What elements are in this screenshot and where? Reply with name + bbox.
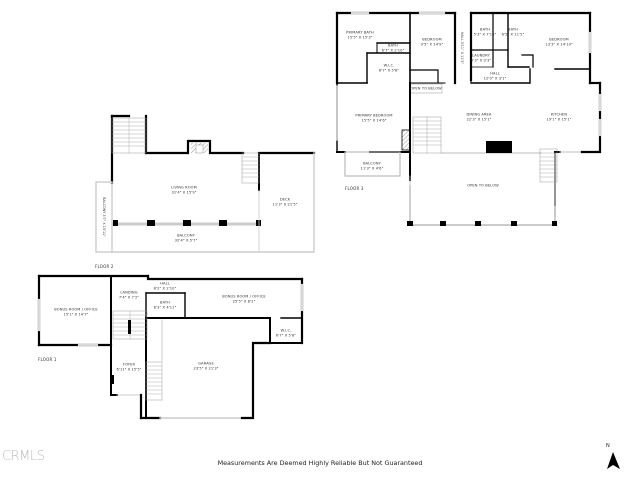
floor-1-label: FLOOR 1: [38, 357, 57, 362]
room-label-open-to-below: OPEN TO BELOW: [467, 183, 499, 188]
floor-3-label: FLOOR 3: [345, 186, 364, 191]
room-label-hall-vertical: HALL 3'11" X 11'5": [460, 31, 465, 65]
room-label-wic: W.I.C.8'7" X 5'8": [378, 63, 400, 72]
north-label: N: [606, 443, 610, 449]
north-arrow-icon: [607, 452, 620, 469]
floor-3-plan: [335, 11, 602, 226]
room-label-wic: W.I.C.6'7" X 5'8": [275, 328, 297, 337]
floor-1-plan: [37, 274, 304, 420]
measurement-disclaimer: Measurements Are Deemed Highly Reliable …: [217, 459, 423, 467]
room-label-open-to-below: OPEN TO BELOW: [410, 86, 442, 91]
room-label-balcony-vertical: BALCONY 3'7" X 15'11": [102, 197, 107, 237]
crmls-logo: CRMLS: [2, 449, 45, 464]
floor-2-plan: [95, 114, 316, 253]
floor-2-label: FLOOR 2: [95, 264, 114, 269]
